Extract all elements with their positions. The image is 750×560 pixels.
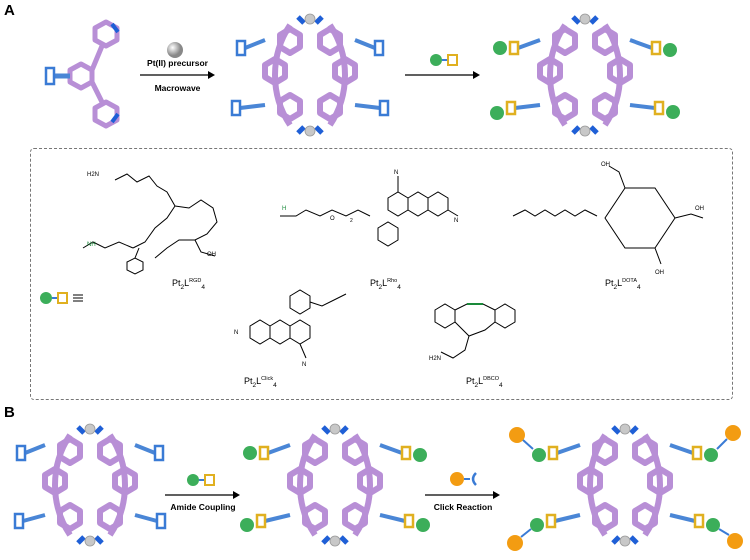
panel-label-b: B [4,404,15,421]
legend-bead-square [40,292,83,304]
cage-b3 [507,415,743,551]
rgd-oh-text: OH [207,252,216,258]
cage-bare [230,10,390,140]
dota-oh-1: OH [601,162,610,168]
arrow-b1-label: Amide Coupling [170,502,236,512]
rho-n-top-text: N [394,170,398,176]
dbco-structure: H2N [429,303,516,362]
click-rhodamine-structure: N N [234,289,347,368]
label-pt2l-rho: Pt2LRho4 [370,278,401,291]
arrow-a1-top-label: Pt(II) precursor [147,58,208,68]
label-pt2l-click: Pt2LClick4 [244,376,277,389]
ligand-structure [44,19,120,129]
click-n-left: N [234,330,238,336]
click-n-bottom: N [302,362,306,368]
rgd-h2n-text: H2N [87,172,99,178]
rho-n-right-text: N [454,218,458,224]
reaction-arrow-b2 [425,491,500,499]
arrow-a1-bottom-label: Macrowave [154,83,201,93]
dota-structure: OH OH OH [512,162,704,276]
dbco-h2n-text: H2N [429,356,441,362]
linker-square [44,66,56,86]
dota-oh-3: OH [655,270,664,276]
label-pt2l-dota: Pt2LDOTA4 [605,278,641,291]
rho-o-text: O [330,216,335,222]
reaction-arrow-a1 [140,71,215,79]
rgd-nh-text: NH [87,242,96,248]
cage-b1 [13,415,167,555]
cage-b2 [240,415,430,555]
pt-precursor-sphere [167,42,183,58]
rgd-structure: H2N NH OH [82,172,218,275]
arrow-b2-label: Click Reaction [433,502,493,512]
reaction-arrow-a2 [405,71,480,79]
reagent-b2 [450,472,477,486]
rho-h-text: H [282,206,286,212]
rhodamine-structure: H O 2 N N [280,170,458,247]
label-pt2l-dbco: Pt2LDBCO4 [466,376,503,389]
rho-sub2-text: 2 [350,218,353,224]
reagent-b1 [187,474,215,486]
green-bead-square-reagent [430,54,458,66]
reaction-arrow-b1 [165,491,240,499]
cage-functionalized [490,10,680,140]
dota-oh-2: OH [695,206,704,212]
structures-box [30,148,733,400]
panel-label-a: A [4,2,15,19]
label-pt2l-rgd: Pt2LRGD4 [172,278,206,291]
